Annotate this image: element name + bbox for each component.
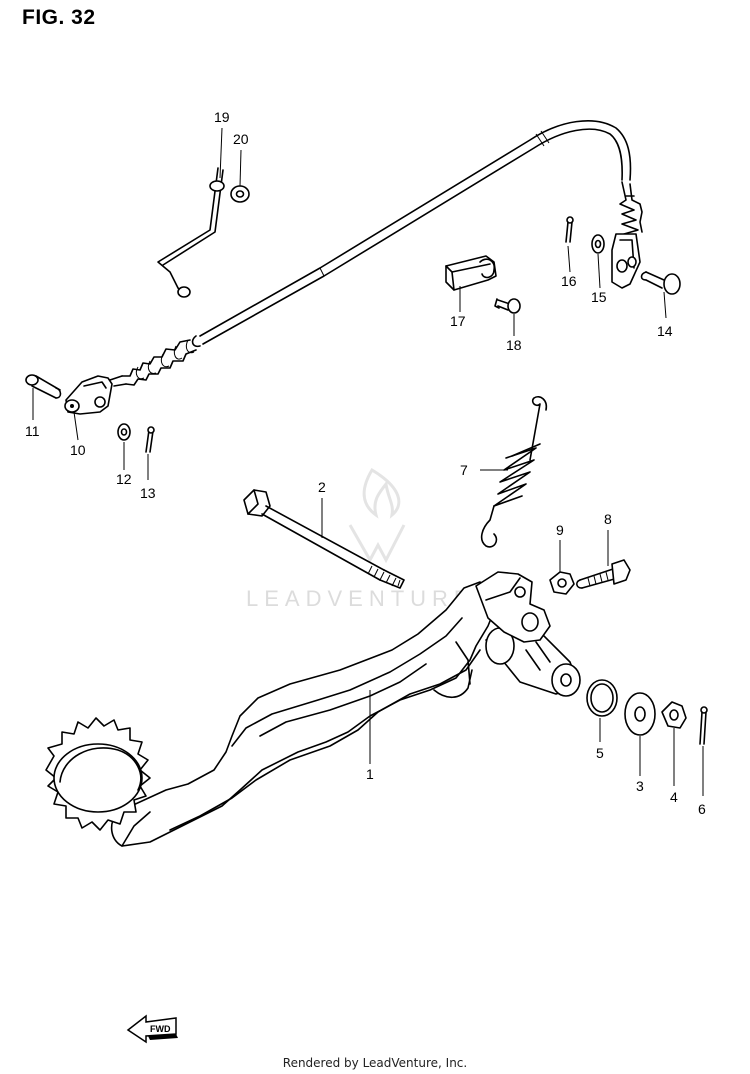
- part-13-cotter-pin: [145, 426, 155, 453]
- watermark: LEADVENTURE: [246, 467, 475, 611]
- label-part-1: 2: [318, 479, 326, 495]
- label-part-11: 11: [25, 423, 40, 439]
- part-4-nut: [661, 701, 687, 729]
- footer-credit: Rendered by LeadVenture, Inc.: [282, 1056, 468, 1070]
- label-part-9: 9: [556, 522, 564, 538]
- part-6-cotter-pin: [699, 706, 708, 745]
- part-1-brake-pedal: [45, 571, 581, 847]
- label-part-14: 14: [657, 323, 673, 339]
- fwd-label: FWD: [150, 1024, 171, 1034]
- label-part-13: 13: [140, 485, 156, 501]
- label-part-7: 7: [460, 462, 468, 478]
- figure-title: FIG. 32: [22, 6, 96, 29]
- part-11-pin: [25, 374, 62, 399]
- part-5-o-ring: [586, 679, 618, 717]
- label-part-15: 15: [591, 289, 607, 305]
- part-labels: 2 1 3 4 5 6 7 8 9 10 11 12 13 14 15 16 1…: [25, 109, 706, 817]
- part-18-bolt: [494, 298, 521, 314]
- part-17-clamp: [445, 255, 497, 291]
- part-12-washer: [117, 423, 131, 441]
- label-part-5: 5: [596, 745, 604, 761]
- part-8-bolt: [576, 559, 631, 589]
- part-16-cotter-pin: [565, 216, 574, 243]
- part-2-long-bolt: [243, 489, 405, 589]
- part-20-washer: [230, 185, 250, 203]
- part-10-clevis: [64, 375, 113, 415]
- label-part-18: 18: [506, 337, 522, 353]
- label-part-17: 17: [450, 313, 466, 329]
- part-14-clevis-pin: [611, 233, 681, 295]
- label-part-6: 6: [698, 801, 706, 817]
- label-part-20: 20: [233, 131, 249, 147]
- part-19-rod: [157, 167, 225, 298]
- label-part-12: 12: [116, 471, 132, 487]
- label-part-4: 4: [670, 789, 678, 805]
- label-part-3: 3: [636, 778, 644, 794]
- brake-cable: [109, 120, 643, 387]
- label-part-8: 8: [604, 511, 612, 527]
- label-part-1b: 1: [366, 766, 374, 782]
- watermark-text: LEADVENTURE: [246, 586, 475, 611]
- label-part-19: 19: [214, 109, 230, 125]
- label-part-16: 16: [561, 273, 577, 289]
- part-7-spring: [480, 395, 548, 548]
- fwd-arrow-icon: FWD: [126, 1014, 178, 1044]
- part-3-washer: [624, 692, 656, 736]
- watermark-logo-icon: [348, 467, 406, 564]
- part-15-washer: [591, 234, 605, 254]
- part-9-nut: [549, 571, 575, 595]
- leader-lines: [32, 127, 704, 796]
- label-part-10: 10: [70, 442, 86, 458]
